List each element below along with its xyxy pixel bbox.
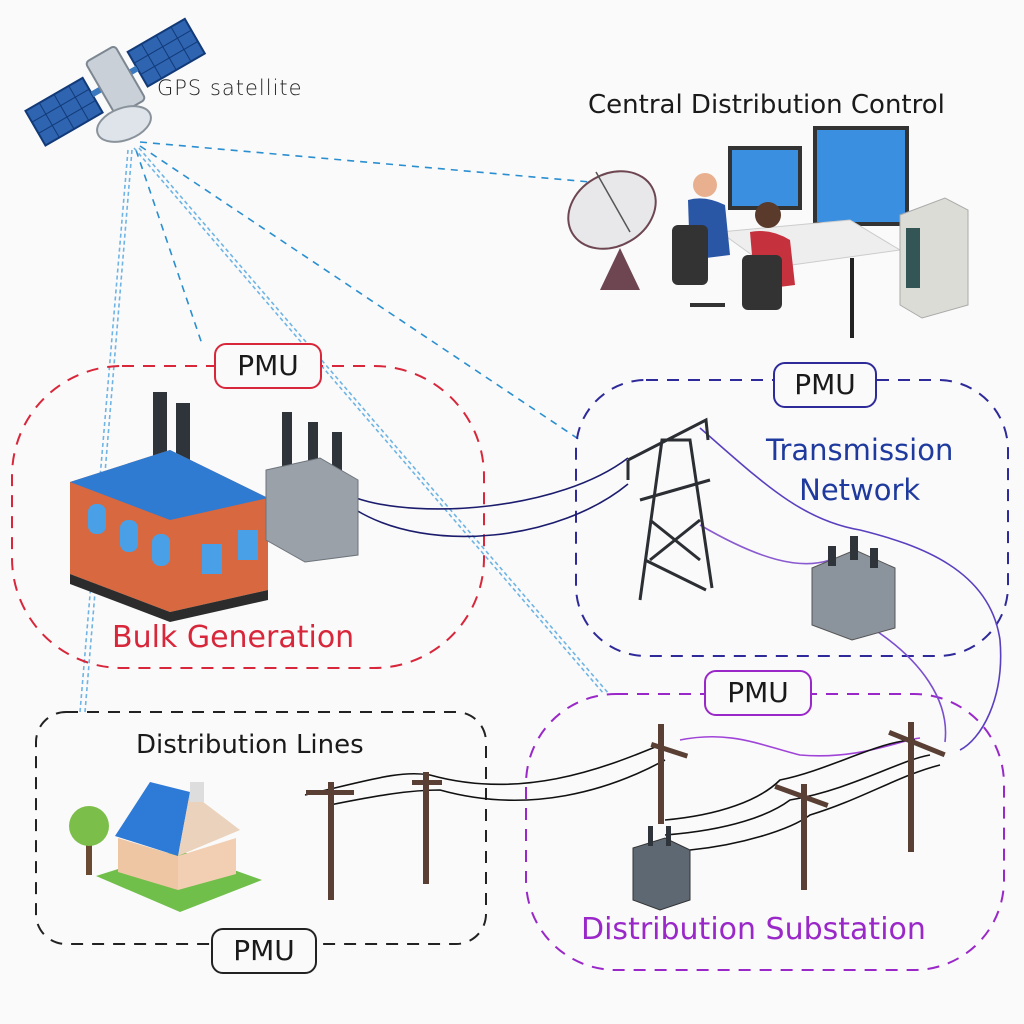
zone-title-bulk-generation: Bulk Generation [112,620,355,655]
line-gen-tower-2 [355,483,629,538]
control-center-title: Central Distribution Control [588,90,945,120]
server-rack-icon [899,197,969,319]
line-transformer-substation [874,629,947,743]
pmu-badge-distribution-lines: PMU [211,928,317,974]
link-satellite-substation-b [138,147,610,695]
pmu-badge-substation: PMU [704,670,812,716]
pole-transformer-icon [632,826,691,911]
link-satellite-lines-a [79,149,129,713]
transformer-icon [811,536,896,641]
line-tower-transformer [699,427,1002,751]
link-satellite-substation-a [133,147,605,695]
satellite-label: GPS satellite [157,76,303,100]
line-gen-tower-1 [355,457,629,510]
generator-transformer-icon [265,412,359,563]
zone-title-transmission: Transmission Network [766,430,953,510]
satellite-dish-icon [567,170,657,290]
substation-poles [650,722,946,890]
power-plant-icon [70,392,268,622]
dist-wire-3 [664,739,916,821]
operators-icon [672,173,795,310]
zone-title-distribution-lines: Distribution Lines [136,730,364,760]
gps-links [79,141,610,713]
pmu-badge-bulk-generation: PMU [214,343,322,389]
zone-transmission-boundary [575,379,1009,657]
tree-icon [69,806,109,875]
dist-wire-2 [329,759,666,806]
dist-wire-1 [304,744,661,796]
monitors-icon [718,126,909,338]
dist-wire-5 [689,764,941,851]
zone-title-transmission-line2: Network [799,473,921,507]
gps-satellite-icon [24,17,207,147]
pmu-badge-transmission: PMU [773,362,877,408]
power-lines [304,427,1002,851]
link-satellite-bulk [135,149,203,345]
utility-pole-icon [306,772,442,900]
link-satellite-lines-b [84,149,133,713]
link-satellite-control [139,141,591,183]
line-pmu-pole [679,735,921,757]
zone-title-transmission-line1: Transmission [766,433,954,467]
line-tower-purple [699,524,831,565]
house-icon [96,782,262,912]
transmission-tower-icon [626,417,714,601]
zone-title-substation: Distribution Substation [581,912,926,947]
link-satellite-transmission [139,145,581,441]
dist-wire-4 [664,754,931,836]
